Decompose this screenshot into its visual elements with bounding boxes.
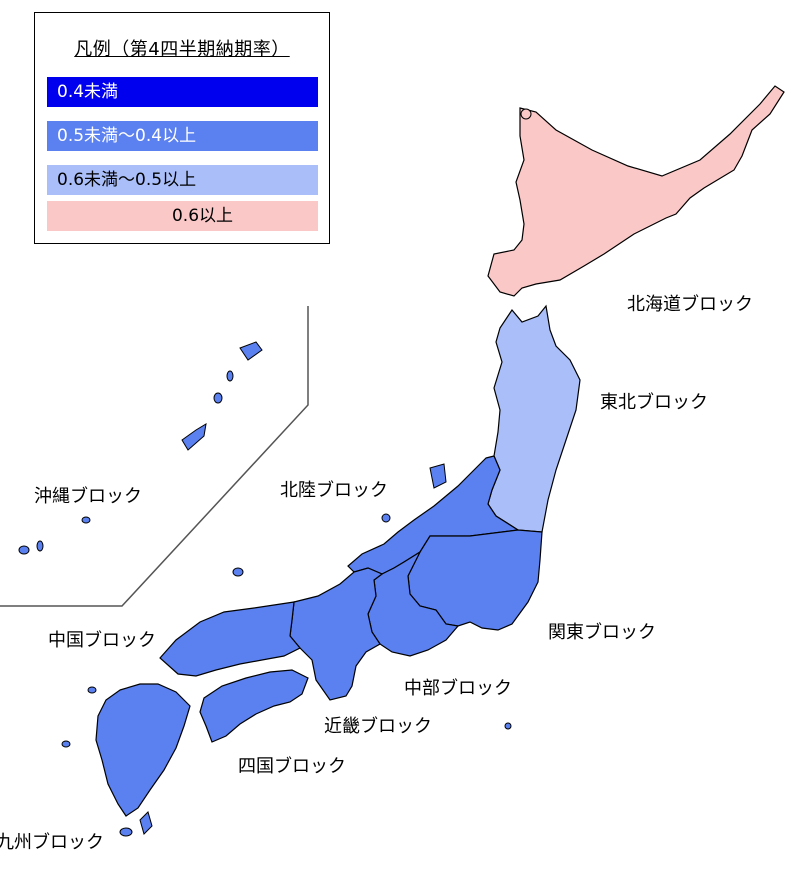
region-shikoku xyxy=(199,669,309,743)
label-chugoku-block: 中国ブロック xyxy=(48,630,156,651)
label-hokuriku-block: 北陸ブロック xyxy=(280,480,388,501)
islands xyxy=(18,108,532,837)
okinawa-inset-border xyxy=(0,306,309,607)
label-okinawa-block: 沖縄ブロック xyxy=(34,486,142,507)
legend-title: 凡例（第4四半期納期率） xyxy=(74,39,290,60)
region-tohoku xyxy=(487,304,581,533)
region-hokkaido xyxy=(487,85,785,297)
region-kinki xyxy=(289,567,384,701)
legend-item-0-6-and-above: 0.6以上 xyxy=(47,201,318,231)
map-legend: 凡例（第4四半期納期率） 0.4未満 0.5未満～0.4以上 0.6未満～0.5… xyxy=(34,12,330,244)
label-hokkaido-block: 北海道ブロック xyxy=(627,294,753,315)
label-kinki-block: 近畿ブロック xyxy=(324,716,432,737)
label-kyushu-block: 九州ブロック xyxy=(0,832,104,853)
label-chubu-block: 中部ブロック xyxy=(404,678,512,699)
legend-item-0-4-to-0-5: 0.5未満～0.4以上 xyxy=(47,121,318,151)
label-shikoku-block: 四国ブロック xyxy=(238,756,346,777)
legend-item-0-5-to-0-6: 0.6未満～0.5以上 xyxy=(47,165,318,195)
region-kyushu xyxy=(95,683,191,817)
legend-item-below-0-4: 0.4未満 xyxy=(47,77,318,107)
label-kanto-block: 関東ブロック xyxy=(548,622,656,643)
region-chugoku xyxy=(159,601,301,677)
label-tohoku-block: 東北ブロック xyxy=(600,392,708,413)
